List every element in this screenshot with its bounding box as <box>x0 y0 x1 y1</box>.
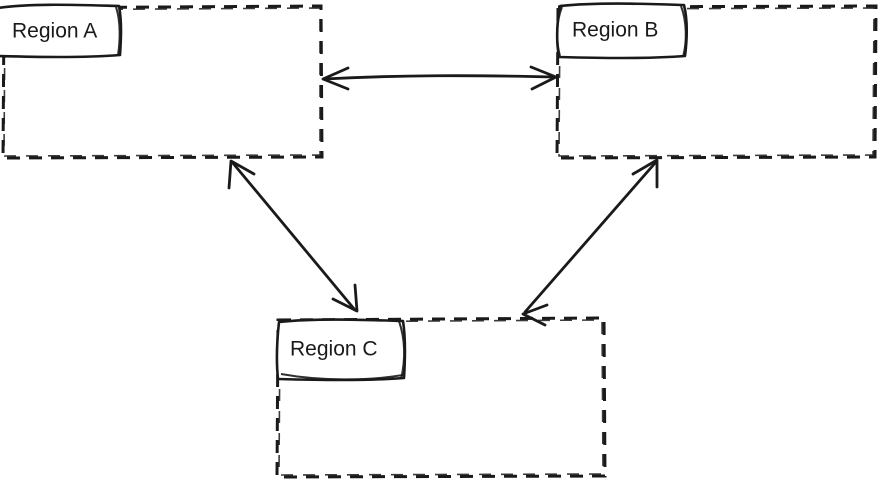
region-c-boundary[interactable] <box>275 316 607 479</box>
region-b[interactable]: Region B <box>555 2 878 160</box>
region-c-boundary-overstroke <box>278 319 604 476</box>
region-c-label-box-bottom-accent <box>280 373 404 381</box>
region-b-boundary-overstroke <box>558 7 875 157</box>
connector-b-c[interactable] <box>521 158 659 327</box>
region-a-boundary-overstroke <box>3 7 321 157</box>
region-b-label-box-left-accent <box>556 6 563 57</box>
connector-a-b[interactable] <box>321 65 558 91</box>
connector-a-b-arrowhead-left <box>321 66 350 91</box>
region-a[interactable]: Region A <box>0 3 324 160</box>
connector-b-c-arrowhead-top <box>631 158 659 189</box>
region-b-boundary[interactable] <box>555 4 878 160</box>
region-a-label-box-accent <box>115 6 121 56</box>
connector-a-c-arrowhead-top <box>227 159 256 190</box>
region-a-label: Region A <box>12 20 97 43</box>
connector-a-c-arrowhead-bottom <box>331 283 359 313</box>
region-b-label: Region B <box>572 19 658 42</box>
connector-b-c-line[interactable] <box>523 160 658 314</box>
region-c[interactable]: Region C <box>275 316 607 479</box>
region-a-boundary[interactable] <box>1 4 324 160</box>
region-b-label-box-right-accent <box>680 5 687 58</box>
connector-b-c-arrowhead-bottom <box>521 303 549 327</box>
connector-a-b-arrowhead-right <box>529 65 558 91</box>
region-c-label: Region C <box>290 338 378 361</box>
connector-a-c[interactable] <box>227 159 359 313</box>
region-c-label-box[interactable] <box>275 318 407 382</box>
region-a-label-box[interactable] <box>0 3 123 59</box>
connector-a-b-line[interactable] <box>322 74 556 81</box>
connector-a-c-line[interactable] <box>230 160 357 312</box>
